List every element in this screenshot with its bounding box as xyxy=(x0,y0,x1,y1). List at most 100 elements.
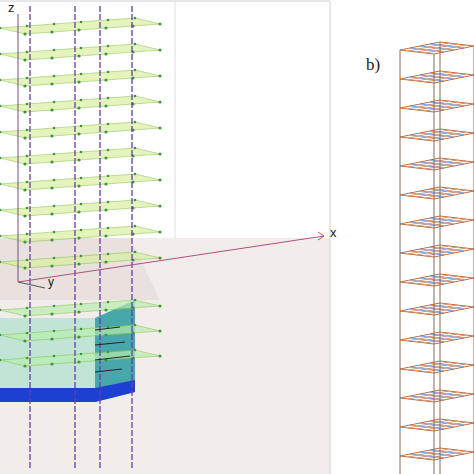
node-dot xyxy=(50,264,53,267)
node-dot xyxy=(53,23,56,26)
wire-grid xyxy=(426,335,466,343)
x-axis xyxy=(18,236,324,282)
node-dot xyxy=(77,184,80,187)
node-dot xyxy=(0,27,1,30)
x-arrow xyxy=(318,232,324,240)
node-dot xyxy=(158,22,161,25)
wire-floor xyxy=(400,100,474,112)
node-dot xyxy=(158,100,161,103)
node-dot xyxy=(80,73,83,76)
node-dot xyxy=(80,21,83,24)
node-dot xyxy=(158,230,161,233)
node-dot xyxy=(80,203,83,206)
node-dot xyxy=(0,105,1,108)
wire-grid xyxy=(426,248,466,256)
node-dot xyxy=(134,17,137,20)
node-dot xyxy=(77,132,80,135)
node-dot xyxy=(53,305,56,308)
node-dot xyxy=(158,204,161,207)
node-dot xyxy=(23,214,26,217)
node-dot xyxy=(80,47,83,50)
node-dot xyxy=(77,158,80,161)
wire-floor xyxy=(400,390,474,402)
node-dot xyxy=(0,235,1,238)
node-dot xyxy=(158,152,161,155)
node-dot xyxy=(158,329,161,332)
wire-floor xyxy=(400,361,474,373)
column-line xyxy=(99,6,100,470)
node-dot xyxy=(53,49,56,52)
load-arrows xyxy=(95,327,130,372)
node-dot xyxy=(104,208,107,211)
node-dot xyxy=(158,126,161,129)
wire-grid xyxy=(426,451,466,459)
node-dot xyxy=(80,255,83,258)
node-dot xyxy=(107,227,110,230)
wire-floor xyxy=(400,158,474,170)
node-dot xyxy=(26,25,29,28)
floor-slab xyxy=(0,18,160,34)
floor-slab xyxy=(0,325,160,341)
node-dot xyxy=(26,181,29,184)
panel-label: b) xyxy=(366,56,380,73)
node-dot xyxy=(107,301,110,304)
floor-slab xyxy=(0,44,160,60)
node-dot xyxy=(104,26,107,29)
y-axis xyxy=(18,282,45,288)
node-dot xyxy=(107,97,110,100)
node-dot xyxy=(107,45,110,48)
node-dot xyxy=(158,178,161,181)
node-dot xyxy=(134,225,137,228)
node-dot xyxy=(26,129,29,132)
node-dot xyxy=(50,337,53,340)
node-dot xyxy=(158,354,161,357)
node-dot xyxy=(26,207,29,210)
node-dot xyxy=(53,355,56,358)
node-dot xyxy=(23,84,26,87)
wire-grid xyxy=(426,422,466,430)
node-dot xyxy=(50,238,53,241)
node-dot xyxy=(104,234,107,237)
node-dot xyxy=(134,147,137,150)
node-dot xyxy=(80,229,83,232)
node-dot xyxy=(0,209,1,212)
wire-column xyxy=(440,42,441,474)
node-dot xyxy=(50,82,53,85)
z-axis xyxy=(18,14,19,282)
axis-label: x xyxy=(330,226,337,239)
node-dot xyxy=(23,240,26,243)
node-dot xyxy=(107,351,110,354)
node-dot xyxy=(23,110,26,113)
node-dot xyxy=(0,131,1,134)
node-dot xyxy=(53,231,56,234)
node-dot xyxy=(26,357,29,360)
floor-slab xyxy=(0,70,160,86)
node-dot xyxy=(104,260,107,263)
foundation-slab xyxy=(0,380,135,402)
node-dot xyxy=(107,253,110,256)
wire-floor xyxy=(400,71,474,83)
node-dot xyxy=(53,101,56,104)
wire-floor xyxy=(400,332,474,344)
node-dot xyxy=(0,359,1,362)
wire-grid xyxy=(426,306,466,314)
node-dot xyxy=(23,136,26,139)
node-dot xyxy=(158,304,161,307)
node-dot xyxy=(0,157,1,160)
column-line xyxy=(74,6,75,470)
node-dot xyxy=(23,162,26,165)
node-dot xyxy=(23,266,26,269)
node-dot xyxy=(134,43,137,46)
node-dot xyxy=(104,182,107,185)
wire-grid xyxy=(426,190,466,198)
node-dot xyxy=(0,183,1,186)
node-dot xyxy=(77,335,80,338)
axis-label: z xyxy=(8,1,15,14)
node-dot xyxy=(107,123,110,126)
wire-grid xyxy=(426,45,466,53)
node-dot xyxy=(50,212,53,215)
node-dot xyxy=(53,75,56,78)
node-dot xyxy=(53,257,56,260)
node-dot xyxy=(80,99,83,102)
node-dot xyxy=(158,48,161,51)
